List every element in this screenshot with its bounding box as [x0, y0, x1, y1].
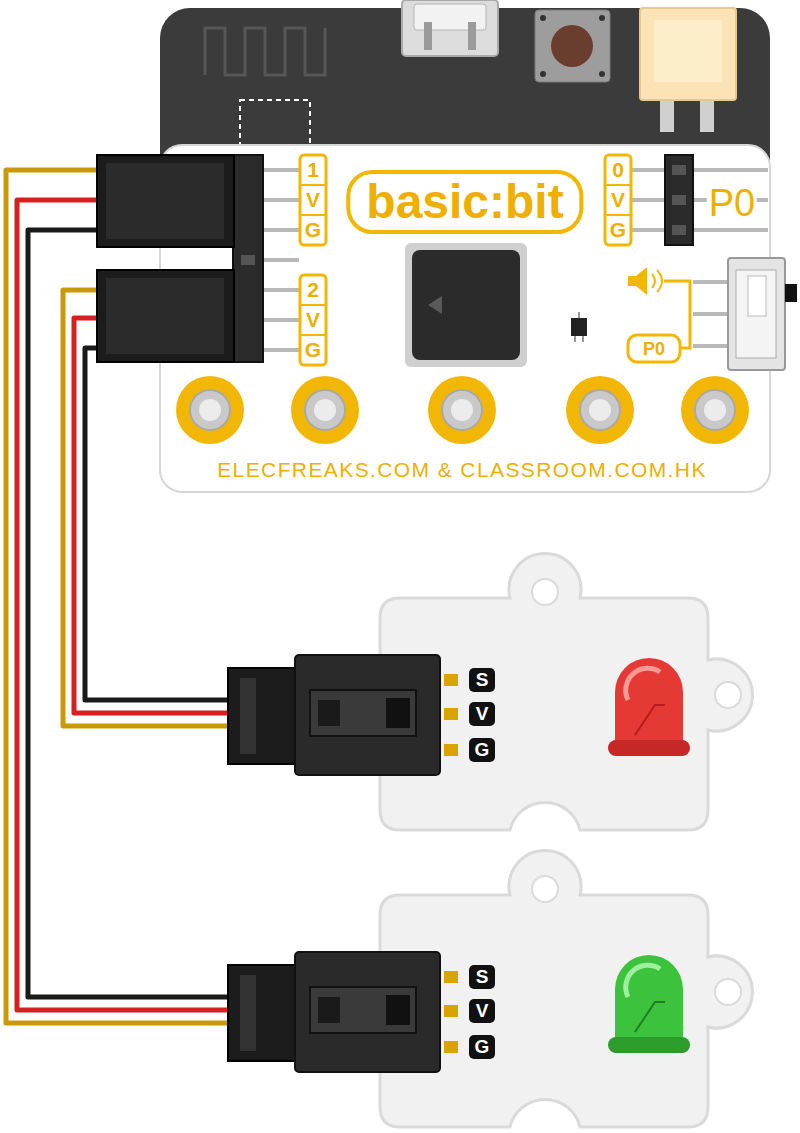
wire — [6, 170, 380, 1023]
text-slot: P0 — [643, 339, 665, 359]
text-slot: G — [610, 218, 626, 242]
pin-label: V — [306, 188, 320, 212]
text-slot: S — [469, 668, 495, 692]
text-slot: V — [469, 702, 495, 726]
wire — [17, 200, 380, 1010]
text-slot: G — [305, 338, 321, 362]
pin-label: G — [610, 218, 626, 242]
text-slot: V — [306, 308, 320, 332]
text-slot: 2 — [307, 278, 319, 302]
pin-label: 0 — [612, 158, 624, 182]
text-slot: G — [469, 1035, 495, 1059]
pin-label: G — [305, 338, 321, 362]
text-slot: basic:bit — [346, 170, 583, 234]
pin-label: S — [469, 965, 495, 989]
pin-label: V — [611, 188, 625, 212]
wire — [63, 290, 380, 726]
port-label: P0 — [707, 184, 757, 222]
pin-label: V — [469, 999, 495, 1023]
wire — [28, 230, 380, 997]
text-slot: G — [305, 218, 321, 242]
board-website: ELECFREAKS.COM & CLASSROOM.COM.HK — [217, 458, 707, 482]
wire-bundle — [63, 290, 380, 726]
pin-label: V — [469, 702, 495, 726]
pin-label: S — [469, 668, 495, 692]
wire — [85, 348, 380, 700]
text-slot: S — [469, 965, 495, 989]
text-slot: ELECFREAKS.COM & CLASSROOM.COM.HK — [217, 458, 707, 482]
text-slot: G — [469, 738, 495, 762]
board-logo: basic:bit — [346, 170, 583, 234]
port-label: P0 — [643, 339, 665, 359]
text-slot: V — [306, 188, 320, 212]
expansion-board: basic:bitELECFREAKS.COM & CLASSROOM.COM.… — [160, 145, 770, 492]
pin-label: G — [305, 218, 321, 242]
text-slot: V — [611, 188, 625, 212]
wire-bundle — [6, 170, 380, 1023]
pin-label: 2 — [307, 278, 319, 302]
pin-label: V — [306, 308, 320, 332]
led-module: SVG — [380, 565, 755, 830]
text-slot: 1 — [307, 158, 319, 182]
led-module: SVG — [380, 862, 755, 1127]
pin-label: G — [469, 738, 495, 762]
text-slot: V — [469, 999, 495, 1023]
pin-label: 1 — [307, 158, 319, 182]
wire — [74, 318, 380, 713]
text-slot: 0 — [612, 158, 624, 182]
pin-label: G — [469, 1035, 495, 1059]
text-slot: P0 — [707, 184, 757, 222]
